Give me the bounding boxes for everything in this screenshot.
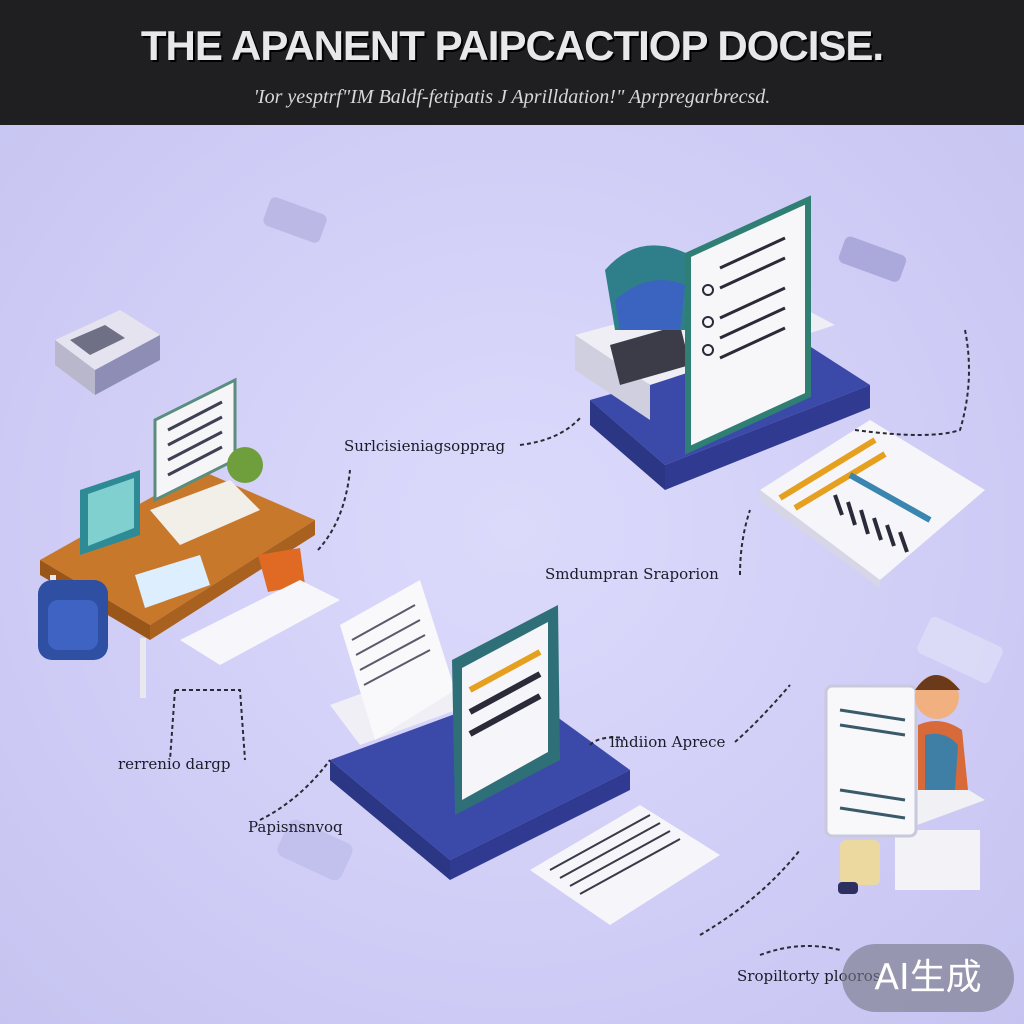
ai-generated-badge: AI生成 [842,944,1014,1012]
step-label-5: lmdiion Aprece [610,733,726,751]
step-label-4: Papisnsnvoq [248,818,343,836]
person-desk-icon [824,675,985,894]
desk-workstation-icon [38,377,340,698]
step-label-3: rerrenio dargp [118,755,231,773]
laptop-document-icon [575,195,870,490]
page-title: THE APANENT PAIPCACTIOP DOCISE. [140,22,884,69]
laptop-document-icon [330,580,720,925]
connector-lines [169,329,970,956]
report-chart-icon [760,420,985,588]
step-label-2: Smdumpran Sraporion [545,565,719,583]
page-subtitle: 'Ior yesptrf"IM Baldf-fetipatis J Aprill… [253,86,771,108]
printer-icon [55,310,160,395]
step-label-1: Surlcisieniagsopprag [344,437,506,455]
small-device-icon [263,197,1003,881]
header-bar: THE APANENT PAIPCACTIOP DOCISE. 'Ior yes… [0,0,1024,125]
